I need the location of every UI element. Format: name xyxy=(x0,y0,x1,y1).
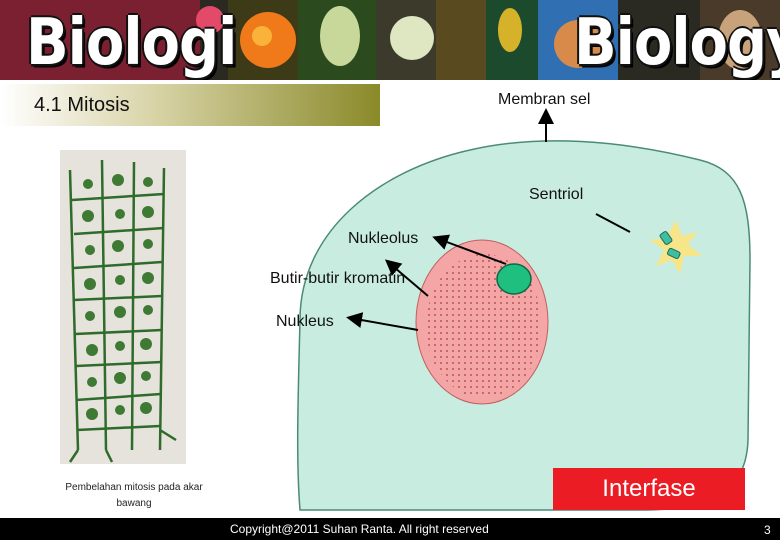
banner-photo-strip xyxy=(0,0,780,80)
header-banner: Biologi Biology xyxy=(0,0,780,80)
label-cell-membrane: Membran sel xyxy=(498,91,591,108)
page-number: 3 xyxy=(764,523,771,537)
arrow-chromatin xyxy=(384,259,429,297)
label-nucleolus: Nukleolus xyxy=(348,230,419,247)
footer-bar xyxy=(0,518,780,540)
copyright-text: Copyright@2011 Suhan Ranta. All right re… xyxy=(230,522,489,536)
section-header-bar xyxy=(0,84,380,126)
centriole xyxy=(650,220,702,274)
arrow-nucleus xyxy=(346,312,419,331)
arrow-centriole xyxy=(595,213,631,233)
label-centriole: Sentriol xyxy=(529,186,584,203)
label-chromatin: Butir-butir kromatin xyxy=(270,270,406,287)
banner-title-right: Biology xyxy=(574,5,780,80)
section-title: 4.1 Mitosis xyxy=(34,94,130,116)
onion-root-micrograph xyxy=(60,150,186,464)
banner-title-left: Biologi xyxy=(26,5,237,80)
nucleolus xyxy=(496,263,532,295)
micrograph-cells xyxy=(68,159,177,463)
phase-label: Interfase xyxy=(602,475,696,502)
arrow-nucleolus xyxy=(432,234,507,265)
label-nucleus: Nukleus xyxy=(276,313,334,330)
phase-label-box: Interfase xyxy=(553,468,745,510)
micrograph-caption: Pembelahan mitosis pada akar bawang xyxy=(65,482,203,509)
